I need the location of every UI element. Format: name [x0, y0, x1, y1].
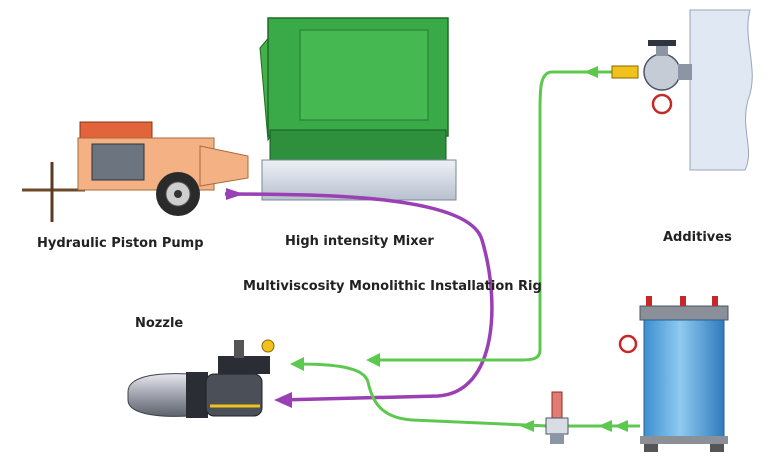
pump-machine-icon [22, 121, 249, 222]
rig-label: Multiviscosity Monolithic Installation R… [243, 279, 542, 294]
spray-nozzle-icon [127, 339, 275, 418]
purple-pipe [224, 192, 494, 402]
nozzle-label: Nozzle [135, 316, 184, 331]
mixer-machine-icon [259, 17, 457, 201]
additive-valve-icon [611, 40, 692, 115]
flow-meter-icon [545, 391, 569, 444]
additive-tank-icon [618, 296, 729, 452]
purple-pipe-arrows [226, 188, 292, 408]
pump-label: Hydraulic Piston Pump [37, 236, 204, 251]
mixer-label: High intensity Mixer [285, 234, 434, 249]
additives-label: Additives [663, 230, 732, 245]
green-pipe-arrows [290, 66, 628, 432]
supply-wall [689, 9, 753, 171]
